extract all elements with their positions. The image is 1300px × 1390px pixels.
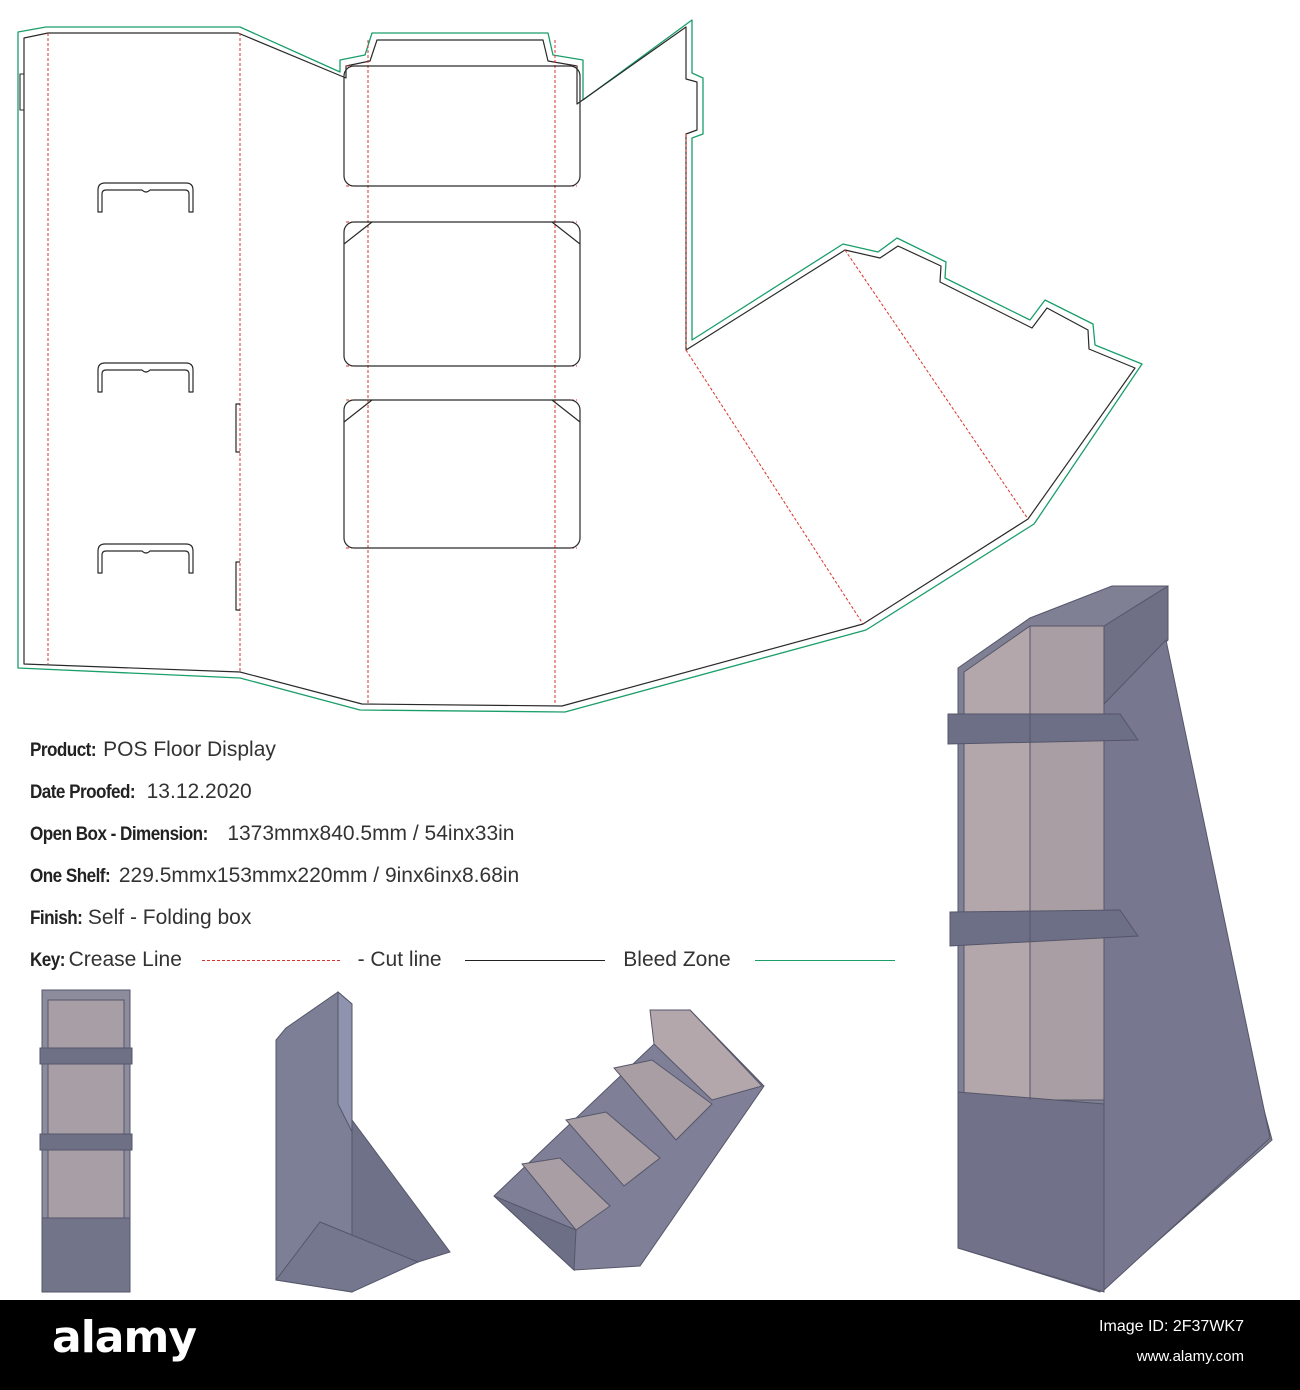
bleed-zone-outline — [17, 19, 1143, 713]
bleed-line-sample — [754, 959, 895, 961]
open-box-row: Open Box - Dimension: 1373mmx840.5mm / 5… — [30, 816, 930, 858]
date-value: 13.12.2020 — [146, 780, 252, 803]
product-label: Product: — [30, 740, 97, 761]
shelf-value: 229.5mmx153mmx220mm / 9inx6inx8.68in — [118, 864, 520, 887]
spec-info: Product: POS Floor Display Date Proofed:… — [30, 732, 930, 984]
open-box-value: 1373mmx840.5mm / 54inx33in — [227, 822, 515, 845]
site-url: www.alamy.com — [1136, 1348, 1244, 1365]
key-label: Key: — [30, 950, 65, 971]
key-cut-label: - Cut line — [357, 948, 442, 971]
top-notch — [19, 73, 24, 111]
key-crease-label: Crease Line — [68, 948, 182, 971]
date-row: Date Proofed: 13.12.2020 — [30, 774, 930, 816]
finish-row: Finish: Self - Folding box — [30, 900, 930, 942]
shelf-panels — [343, 65, 581, 549]
cut-line-sample — [465, 959, 606, 961]
shelf-row: One Shelf: 229.5mmx153mmx220mm / 9inx6in… — [30, 858, 930, 900]
shelf-label: One Shelf: — [30, 866, 111, 887]
open-box-label: Open Box - Dimension: — [30, 824, 208, 845]
hanger-slots — [97, 182, 194, 574]
image-id: Image ID: 2F37WK7 — [1099, 1318, 1244, 1335]
side-view-render — [275, 990, 451, 1293]
finish-value: Self - Folding box — [87, 906, 252, 929]
dieline-diagram — [17, 19, 1143, 713]
finish-label: Finish: — [30, 908, 83, 929]
alamy-logo: alamy — [52, 1312, 197, 1363]
key-bleed-label: Bleed Zone — [623, 948, 731, 971]
front-view-render — [39, 989, 133, 1293]
crease-line-sample — [201, 959, 340, 961]
box-renders — [39, 585, 1273, 1293]
product-row: Product: POS Floor Display — [30, 732, 930, 774]
large-display-render — [947, 585, 1273, 1293]
key-row: Key: Crease Line - Cut line Bleed Zone — [30, 942, 930, 984]
iso-view-render — [493, 1009, 765, 1272]
watermark-footer: alamy Image ID: 2F37WK7 www.alamy.com — [0, 1300, 1300, 1390]
product-value: POS Floor Display — [103, 738, 276, 761]
side-notch — [235, 403, 240, 611]
date-label: Date Proofed: — [30, 782, 136, 803]
